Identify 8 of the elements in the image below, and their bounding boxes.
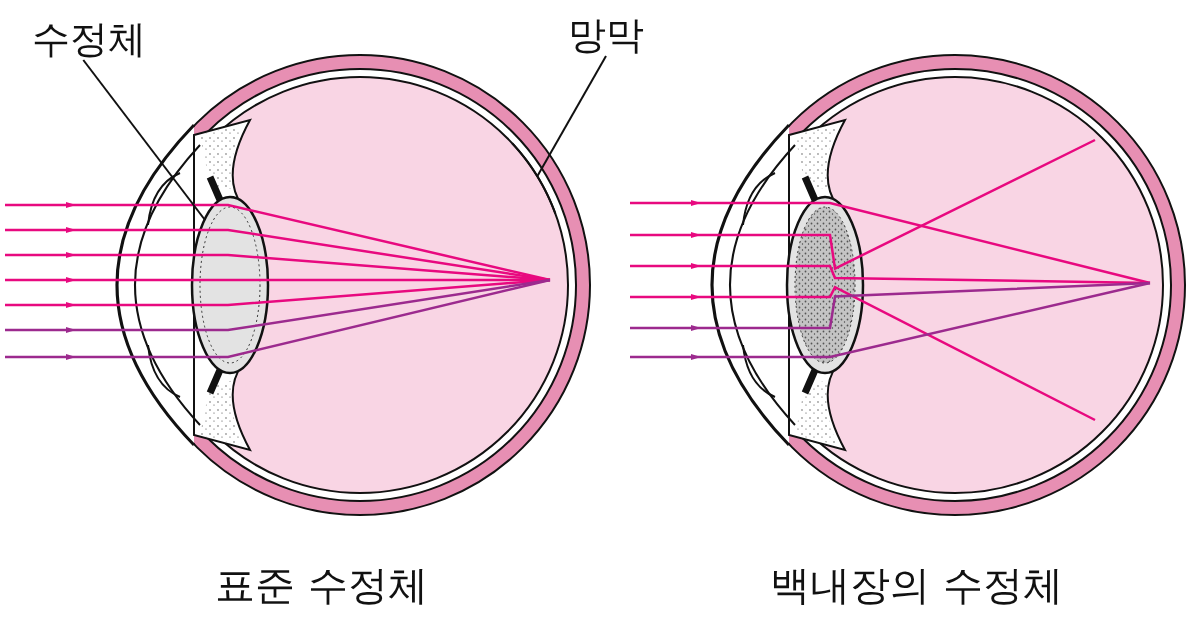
leader-line — [82, 59, 206, 221]
part-label: 망막 — [568, 16, 644, 54]
retina — [511, 142, 557, 215]
lens — [190, 195, 270, 375]
caption: 표준 수정체 — [215, 565, 428, 605]
leader-line — [536, 55, 607, 178]
caption: 백내장의 수정체 — [770, 565, 1063, 605]
part-label: 수정체 — [32, 20, 146, 58]
